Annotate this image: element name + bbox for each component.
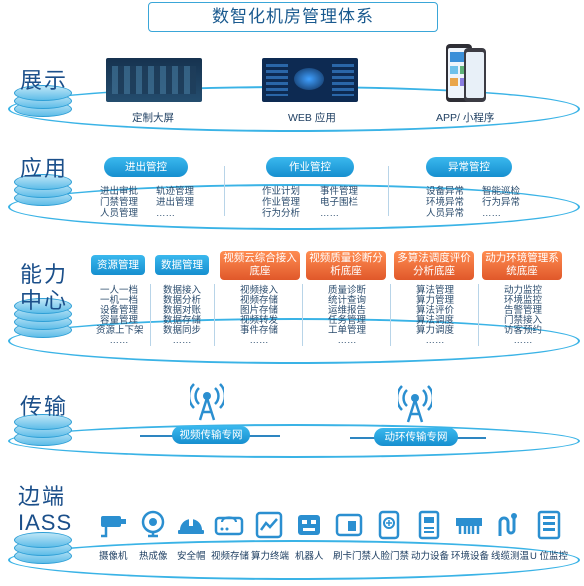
cap-divider-2 — [214, 284, 215, 346]
env-icon — [456, 518, 482, 534]
device-label-helmet: 安全帽 — [177, 551, 206, 562]
robot-icon — [298, 515, 320, 535]
app-entry-col2: 轨迹管理进出管理…… — [156, 186, 195, 219]
cap-title-video-access: 视频云综合接入底座 — [220, 251, 300, 280]
app-group-work: 作业管控 — [266, 157, 354, 177]
antenna-icon — [398, 385, 432, 423]
app-exception-col1: 设备异常环境异常人员异常 — [426, 186, 465, 219]
cap-title-data: 数据管理 — [155, 255, 209, 275]
cap-title-power-env: 动力环境管理系统底座 — [482, 251, 562, 280]
app-divider-1 — [224, 166, 225, 216]
app-group-exception: 异常管控 — [426, 157, 512, 177]
app-entry-col1: 进出审批门禁管理人员管理 — [100, 186, 139, 219]
app-phone-thumbnail-2 — [464, 48, 486, 102]
device-label-face: 人脸门禁 — [371, 551, 410, 562]
display-item-screen: 定制大屏 — [132, 112, 174, 124]
app-divider-2 — [388, 166, 389, 216]
cap-list-data: 数据接入数据分析数据对账 数据存储数据同步…… — [162, 285, 201, 346]
rack-icon — [537, 510, 561, 540]
edge-orbit — [8, 540, 580, 580]
cap-title-video-quality: 视频质量诊断分析底座 — [306, 251, 386, 280]
camera-icon — [101, 516, 126, 538]
cap-divider-5 — [478, 284, 479, 346]
app-group-entry: 进出管控 — [104, 157, 188, 177]
app-work-col2: 事件管理电子围栏…… — [320, 186, 359, 219]
device-label-robot: 机器人 — [295, 551, 324, 562]
cap-list-video-quality: 质量诊断统计查询运维报告 任务管理工单管理…… — [327, 285, 366, 346]
layer-label-app: 应用 — [20, 156, 69, 181]
compute-icon — [255, 511, 283, 539]
app-orbit — [8, 184, 580, 230]
cap-title-algorithm: 多算法调度评价分析底座 — [394, 251, 474, 280]
device-label-camera: 摄像机 — [99, 551, 128, 562]
cap-list-power-env: 动力监控环境监控告警管理 门禁接入访客预约…… — [503, 285, 542, 346]
device-label-env: 环境设备 — [451, 551, 490, 562]
layer-label-edge: 边端 IASS — [18, 484, 73, 535]
face-icon — [378, 510, 400, 540]
device-label-card: 刷卡门禁 — [333, 551, 372, 562]
storage-icon — [214, 516, 244, 536]
card-icon — [335, 513, 363, 537]
big-screen-thumbnail — [106, 58, 202, 102]
network-power-env: 动环传输专网 — [374, 428, 458, 446]
cap-list-video-access: 视频接入视频存储图片存储 视频转发事件存储…… — [239, 285, 278, 346]
device-label-storage: 视频存储 — [211, 551, 250, 562]
antenna-icon — [190, 383, 224, 421]
cap-divider-1 — [150, 284, 151, 346]
diagram-title: 数智化机房管理体系 — [148, 2, 438, 32]
power-icon — [418, 510, 440, 540]
cable-icon — [498, 513, 517, 536]
layer-label-display: 展示 — [20, 68, 69, 93]
network-video: 视频传输专网 — [172, 426, 250, 444]
capability-orbit — [8, 318, 580, 364]
device-label-power: 动力设备 — [411, 551, 450, 562]
helmet-icon — [178, 518, 204, 534]
cap-list-algorithm: 算法管理算力管理算法评价 算法调度算力调度…… — [415, 285, 454, 346]
display-item-app: APP/ 小程序 — [436, 112, 495, 124]
cap-divider-4 — [390, 284, 391, 346]
app-work-col1: 作业计划作业管理行为分析 — [262, 186, 301, 219]
device-label-compute: 算力终端 — [251, 551, 290, 562]
cap-divider-3 — [302, 284, 303, 346]
thermal-icon — [141, 510, 165, 538]
display-item-web: WEB 应用 — [288, 112, 336, 124]
layer-label-capability: 能力 中心 — [20, 262, 69, 313]
device-label-cable: 线缆测温 — [491, 551, 530, 562]
cap-title-resource: 资源管理 — [91, 255, 145, 275]
web-app-thumbnail — [262, 58, 358, 102]
device-label-thermal: 热成像 — [139, 551, 168, 562]
device-label-rack: U 位监控 — [530, 551, 569, 562]
app-exception-col2: 智能巡检行为异常…… — [482, 186, 521, 219]
layer-label-transport: 传输 — [20, 394, 69, 419]
transport-orbit — [8, 424, 580, 458]
cap-list-resource: 一人一档一机一档设备管理 容量管理资源上下架…… — [96, 285, 144, 346]
